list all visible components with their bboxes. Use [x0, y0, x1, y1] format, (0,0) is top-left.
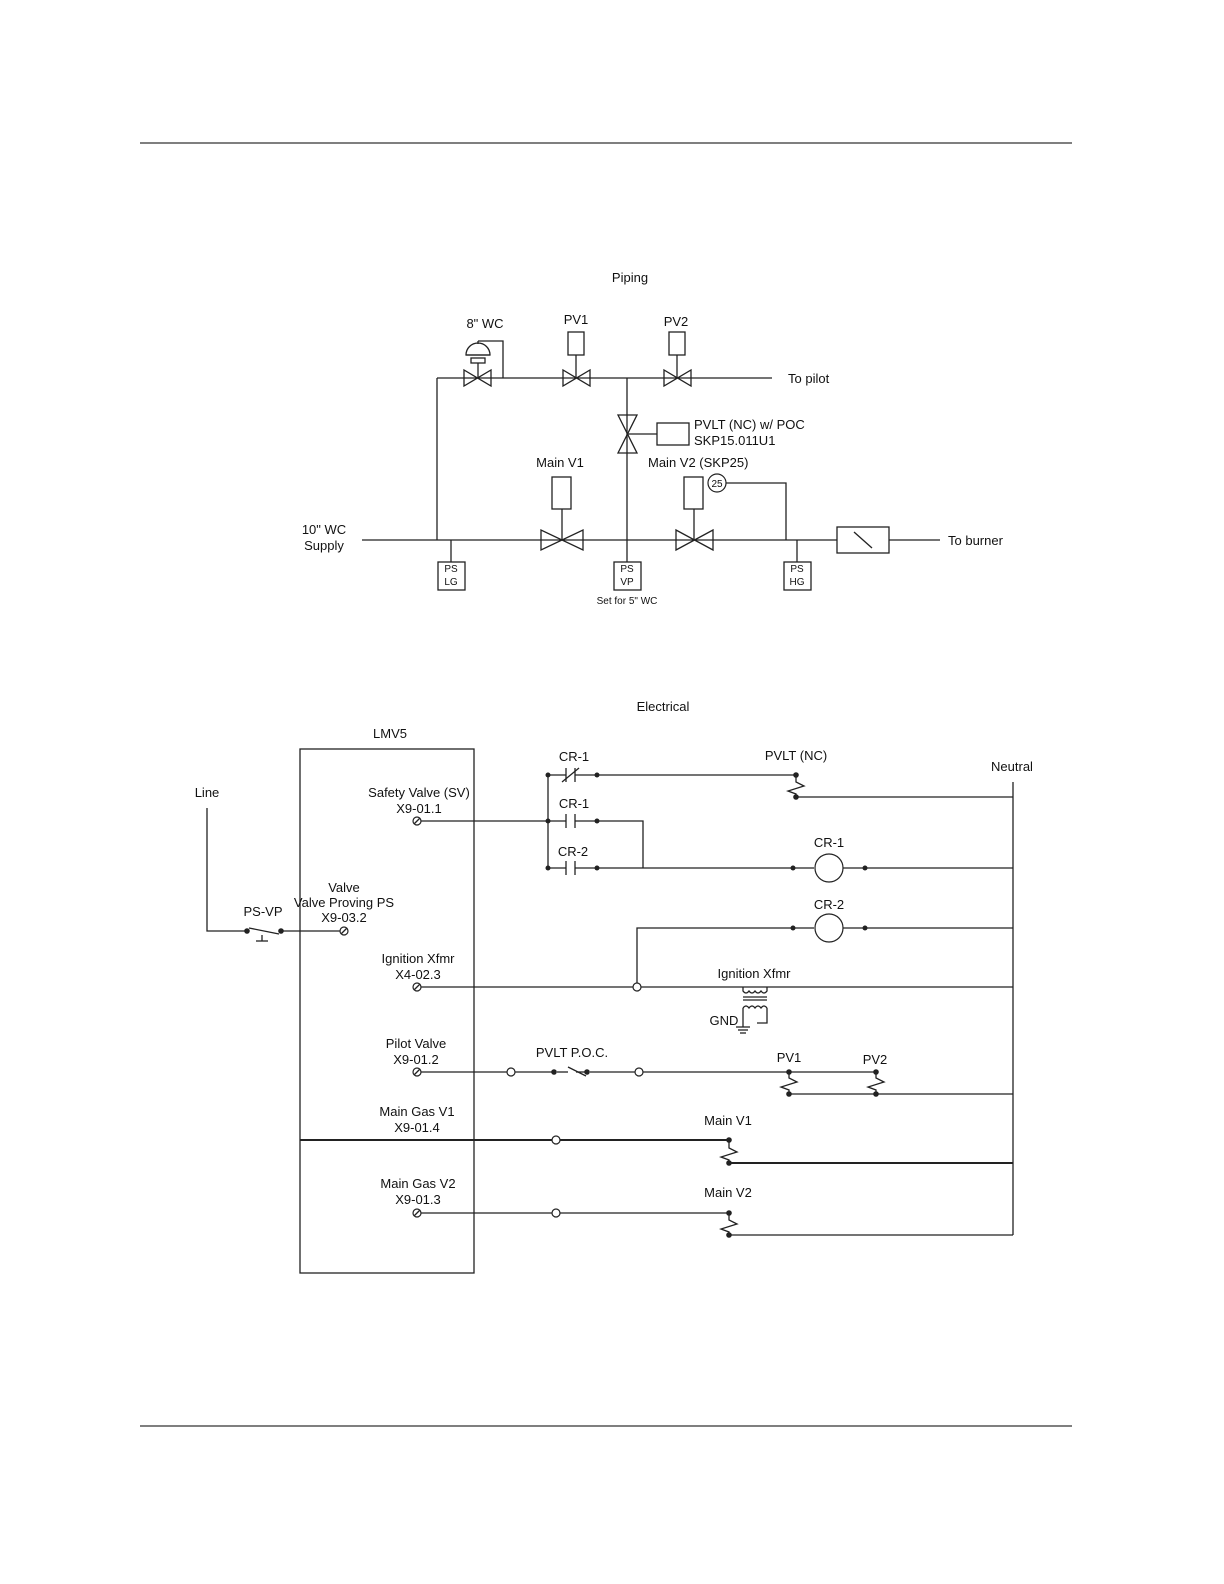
main-v2-elec-label: Main V2	[704, 1185, 752, 1200]
burner-cock	[836, 526, 890, 554]
neutral-label: Neutral	[991, 759, 1033, 774]
ign-xfmr-label: Ignition Xfmr	[718, 966, 792, 981]
valve-proving-label-1: Valve	[328, 880, 360, 895]
main-v2-solenoid	[718, 1210, 739, 1238]
pvlt-label-1: PVLT (NC) w/ POC	[694, 417, 805, 432]
pv1-valve	[562, 331, 591, 388]
regulator-label: 8" WC	[466, 316, 503, 331]
svg-text:LG: LG	[444, 577, 458, 588]
cr1-no-contact	[545, 814, 600, 828]
ps-vp-contact	[244, 927, 284, 942]
cr2-coil	[790, 913, 868, 943]
main-v1-valve	[540, 476, 584, 552]
ps-hg-switch: PS HG	[783, 540, 812, 591]
pv1-elec-label: PV1	[777, 1050, 802, 1065]
sv-code: X9-01.1	[396, 801, 442, 816]
main-v1-label: Main V1	[536, 455, 584, 470]
pv2-valve	[663, 331, 692, 388]
pv2-elec-label: PV2	[863, 1052, 888, 1067]
cr2-no-label: CR-2	[558, 844, 588, 859]
to-burner-label: To burner	[948, 533, 1004, 548]
pvlt-poc-label: PVLT P.O.C.	[536, 1045, 608, 1060]
ps-vp-label: PS-VP	[243, 904, 282, 919]
svg-text:VP: VP	[620, 577, 634, 588]
main-v1-solenoid	[718, 1137, 739, 1166]
pv2-label: PV2	[664, 314, 689, 329]
pv1-solenoid	[778, 1069, 799, 1097]
svg-text:HG: HG	[790, 577, 805, 588]
lmv5-controller	[299, 748, 475, 1274]
pilot-code: X9-01.2	[393, 1052, 439, 1067]
terminal-x9-01-3	[412, 1208, 422, 1218]
regulator-valve	[463, 340, 504, 388]
pvlt-poc-contact	[551, 1066, 590, 1077]
to-pilot-label: To pilot	[788, 371, 830, 386]
terminal-x9-01-2	[412, 1067, 422, 1077]
gnd-label: GND	[710, 1013, 739, 1028]
pvlt-label-2: SKP15.011U1	[694, 433, 775, 448]
piping-title: Piping	[612, 270, 648, 285]
cr1-nc-label: CR-1	[559, 749, 589, 764]
cr1-nc-contact	[545, 767, 600, 783]
line-label: Line	[195, 785, 220, 800]
mgv2-label: Main Gas V2	[380, 1176, 455, 1191]
mgv1-code: X9-01.4	[394, 1120, 440, 1135]
cr1-coil	[790, 853, 868, 883]
terminal-x9-01-1	[412, 816, 422, 826]
pv2-solenoid	[865, 1069, 886, 1097]
electrical-title: Electrical	[637, 699, 690, 714]
pvlt-valve	[616, 414, 690, 454]
ign-junction	[632, 982, 642, 992]
terminal-x4-02-3	[412, 982, 422, 992]
ign-label: Ignition Xfmr	[382, 951, 456, 966]
mgv2-code: X9-01.3	[395, 1192, 441, 1207]
ign-code: X4-02.3	[395, 967, 441, 982]
supply-label-2: Supply	[304, 538, 344, 553]
supply-label-1: 10" WC	[302, 522, 346, 537]
piping-diagram: Piping 8" WC PV1	[302, 270, 1004, 607]
ps-lg-switch: PS LG	[437, 540, 466, 591]
vp-setpoint-note: Set for 5" WC	[597, 596, 658, 607]
electrical-diagram: Electrical LMV5 Neutral Line PS-VP Valve…	[195, 699, 1033, 1274]
main-v2-valve	[675, 473, 787, 552]
cr2-no-contact	[545, 861, 600, 875]
terminal-x9-03-2	[339, 926, 349, 936]
pvlt-nc-label: PVLT (NC)	[765, 748, 827, 763]
svg-text:PS: PS	[790, 564, 804, 575]
pvlt-nc-switch	[785, 772, 806, 800]
main-v2-label: Main V2 (SKP25)	[648, 455, 748, 470]
sv-label: Safety Valve (SV)	[368, 785, 470, 800]
svg-text:PS: PS	[620, 564, 634, 575]
cr1-coil-label: CR-1	[814, 835, 844, 850]
svg-text:PS: PS	[444, 564, 458, 575]
valve-proving-label-2: Valve Proving PS	[294, 895, 395, 910]
main-v1-elec-label: Main V1	[704, 1113, 752, 1128]
valve-proving-code: X9-03.2	[321, 910, 367, 925]
mgv1-label: Main Gas V1	[379, 1104, 454, 1119]
skp-marker: 25	[711, 479, 723, 490]
cr1-no-label: CR-1	[559, 796, 589, 811]
ps-vp-switch: PS VP	[613, 561, 642, 591]
cr2-coil-label: CR-2	[814, 897, 844, 912]
lmv5-label: LMV5	[373, 726, 407, 741]
pilot-label: Pilot Valve	[386, 1036, 446, 1051]
ignition-transformer-icon	[736, 987, 768, 1034]
pv1-label: PV1	[564, 312, 589, 327]
line-wire	[206, 808, 246, 932]
